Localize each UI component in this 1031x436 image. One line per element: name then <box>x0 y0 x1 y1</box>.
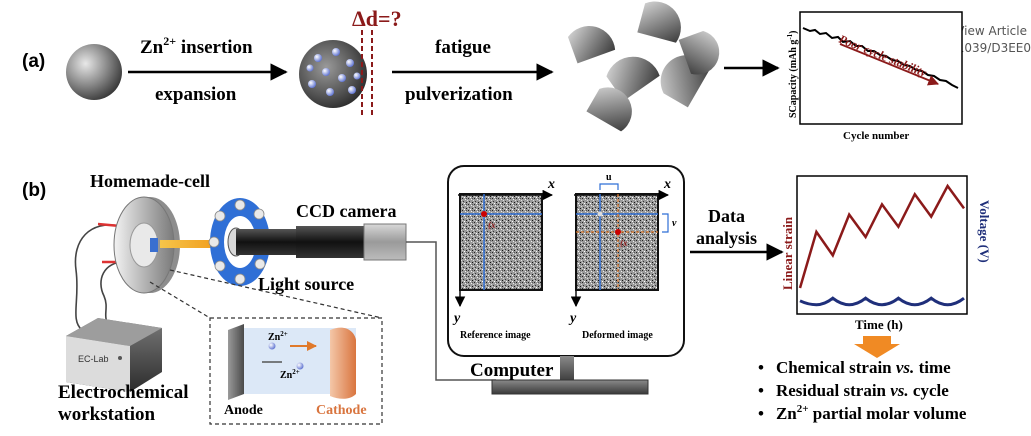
camera-lens <box>236 229 296 255</box>
zn-ions-in-particle <box>306 48 361 96</box>
u-bracket <box>599 183 619 190</box>
strain-chart-marks <box>798 183 966 307</box>
cathode-plate <box>330 327 356 399</box>
pulverization-label: pulverization <box>405 84 513 105</box>
pulverized-fragments <box>567 1 720 132</box>
voltage-series <box>799 296 965 307</box>
bullet-3: •Zn2+ partial molar volume <box>758 403 967 423</box>
def-x-label: x <box>663 177 671 192</box>
v-bracket <box>662 213 669 233</box>
ccd-camera-label: CCD camera <box>296 201 396 221</box>
ref-point-label: (x <box>488 220 496 230</box>
def-y-label: y <box>568 311 577 326</box>
anode-plate <box>228 324 244 400</box>
zn-label-lower: Zn2+ <box>280 368 300 381</box>
bullet-2: •Residual strain vs. cycle <box>758 381 949 400</box>
light-source-label: Light source <box>258 274 354 294</box>
u-label: u <box>606 172 612 183</box>
workstation-label-2: workstation <box>58 404 156 425</box>
ref-point <box>481 211 487 217</box>
workstation-label-1: Electrochemical <box>58 382 189 403</box>
data-label: Data <box>708 206 745 226</box>
deformed-image-label: Deformed image <box>582 330 653 341</box>
homemade-cell-label: Homemade-cell <box>90 171 210 191</box>
cable-left <box>74 224 121 331</box>
ec-lab-label: EC-Lab <box>78 354 109 364</box>
analysis-label: analysis <box>696 228 757 248</box>
zoom-line-left <box>149 281 211 319</box>
results-list: •Chemical strain vs. time •Residual stra… <box>758 358 967 423</box>
monitor-base <box>491 379 649 395</box>
insertion-label: Zn2+ insertion <box>140 34 253 58</box>
orange-down-arrow <box>854 336 900 358</box>
ec-lab-box-top <box>66 318 162 346</box>
def-original-point <box>597 211 603 217</box>
ec-lab-led-icon <box>118 356 122 360</box>
panel-a-label: (a) <box>22 51 45 72</box>
linear-strain-series <box>798 183 966 289</box>
zoom-line-right <box>169 269 383 319</box>
cathode-label: Cathode <box>316 403 367 418</box>
computer-label: Computer <box>470 360 554 381</box>
capacity-plot-frame <box>799 11 963 125</box>
capacity-y-axis-label: SCapacity (mAh g-1) <box>786 30 799 118</box>
ref-y-label: y <box>452 311 461 326</box>
reference-speckle-image <box>459 193 543 291</box>
time-x-axis-label: Time (h) <box>855 317 903 332</box>
camera-body <box>296 226 366 258</box>
def-displaced-point <box>615 229 621 235</box>
pristine-particle <box>66 44 122 100</box>
expansion-label: expansion <box>155 84 237 105</box>
panel-b-label: (b) <box>22 180 46 201</box>
anode-label: Anode <box>224 403 263 418</box>
camera-back <box>363 223 407 261</box>
delta-d-label: Δd=? <box>352 6 402 31</box>
view-article-link[interactable]: View Article <box>956 24 1027 38</box>
camera-cable <box>406 241 496 381</box>
v-label: v <box>672 218 677 229</box>
fatigue-label: fatigue <box>435 37 491 58</box>
voltage-y-axis-label: Voltage (V) <box>977 200 992 263</box>
light-beam <box>160 240 222 248</box>
ref-x-label: x <box>547 177 555 192</box>
led-beads <box>208 199 272 285</box>
deformed-speckle-image <box>575 193 659 291</box>
zn-label-upper: Zn2+ <box>268 330 288 343</box>
bullet-1: •Chemical strain vs. time <box>758 358 951 377</box>
zn-ion-lower <box>296 362 304 370</box>
cell-sample <box>150 238 158 252</box>
capacity-x-axis-label: Cycle number <box>843 130 909 142</box>
ec-lab-box-front <box>66 336 130 392</box>
reference-image-label: Reference image <box>460 330 531 341</box>
zn-ion-upper <box>268 342 276 350</box>
strain-y-axis-label: Linear strain <box>780 216 795 290</box>
def-point-label: (x <box>620 238 628 248</box>
monitor-neck <box>560 356 574 382</box>
capacity-decline-arrow <box>839 43 939 86</box>
